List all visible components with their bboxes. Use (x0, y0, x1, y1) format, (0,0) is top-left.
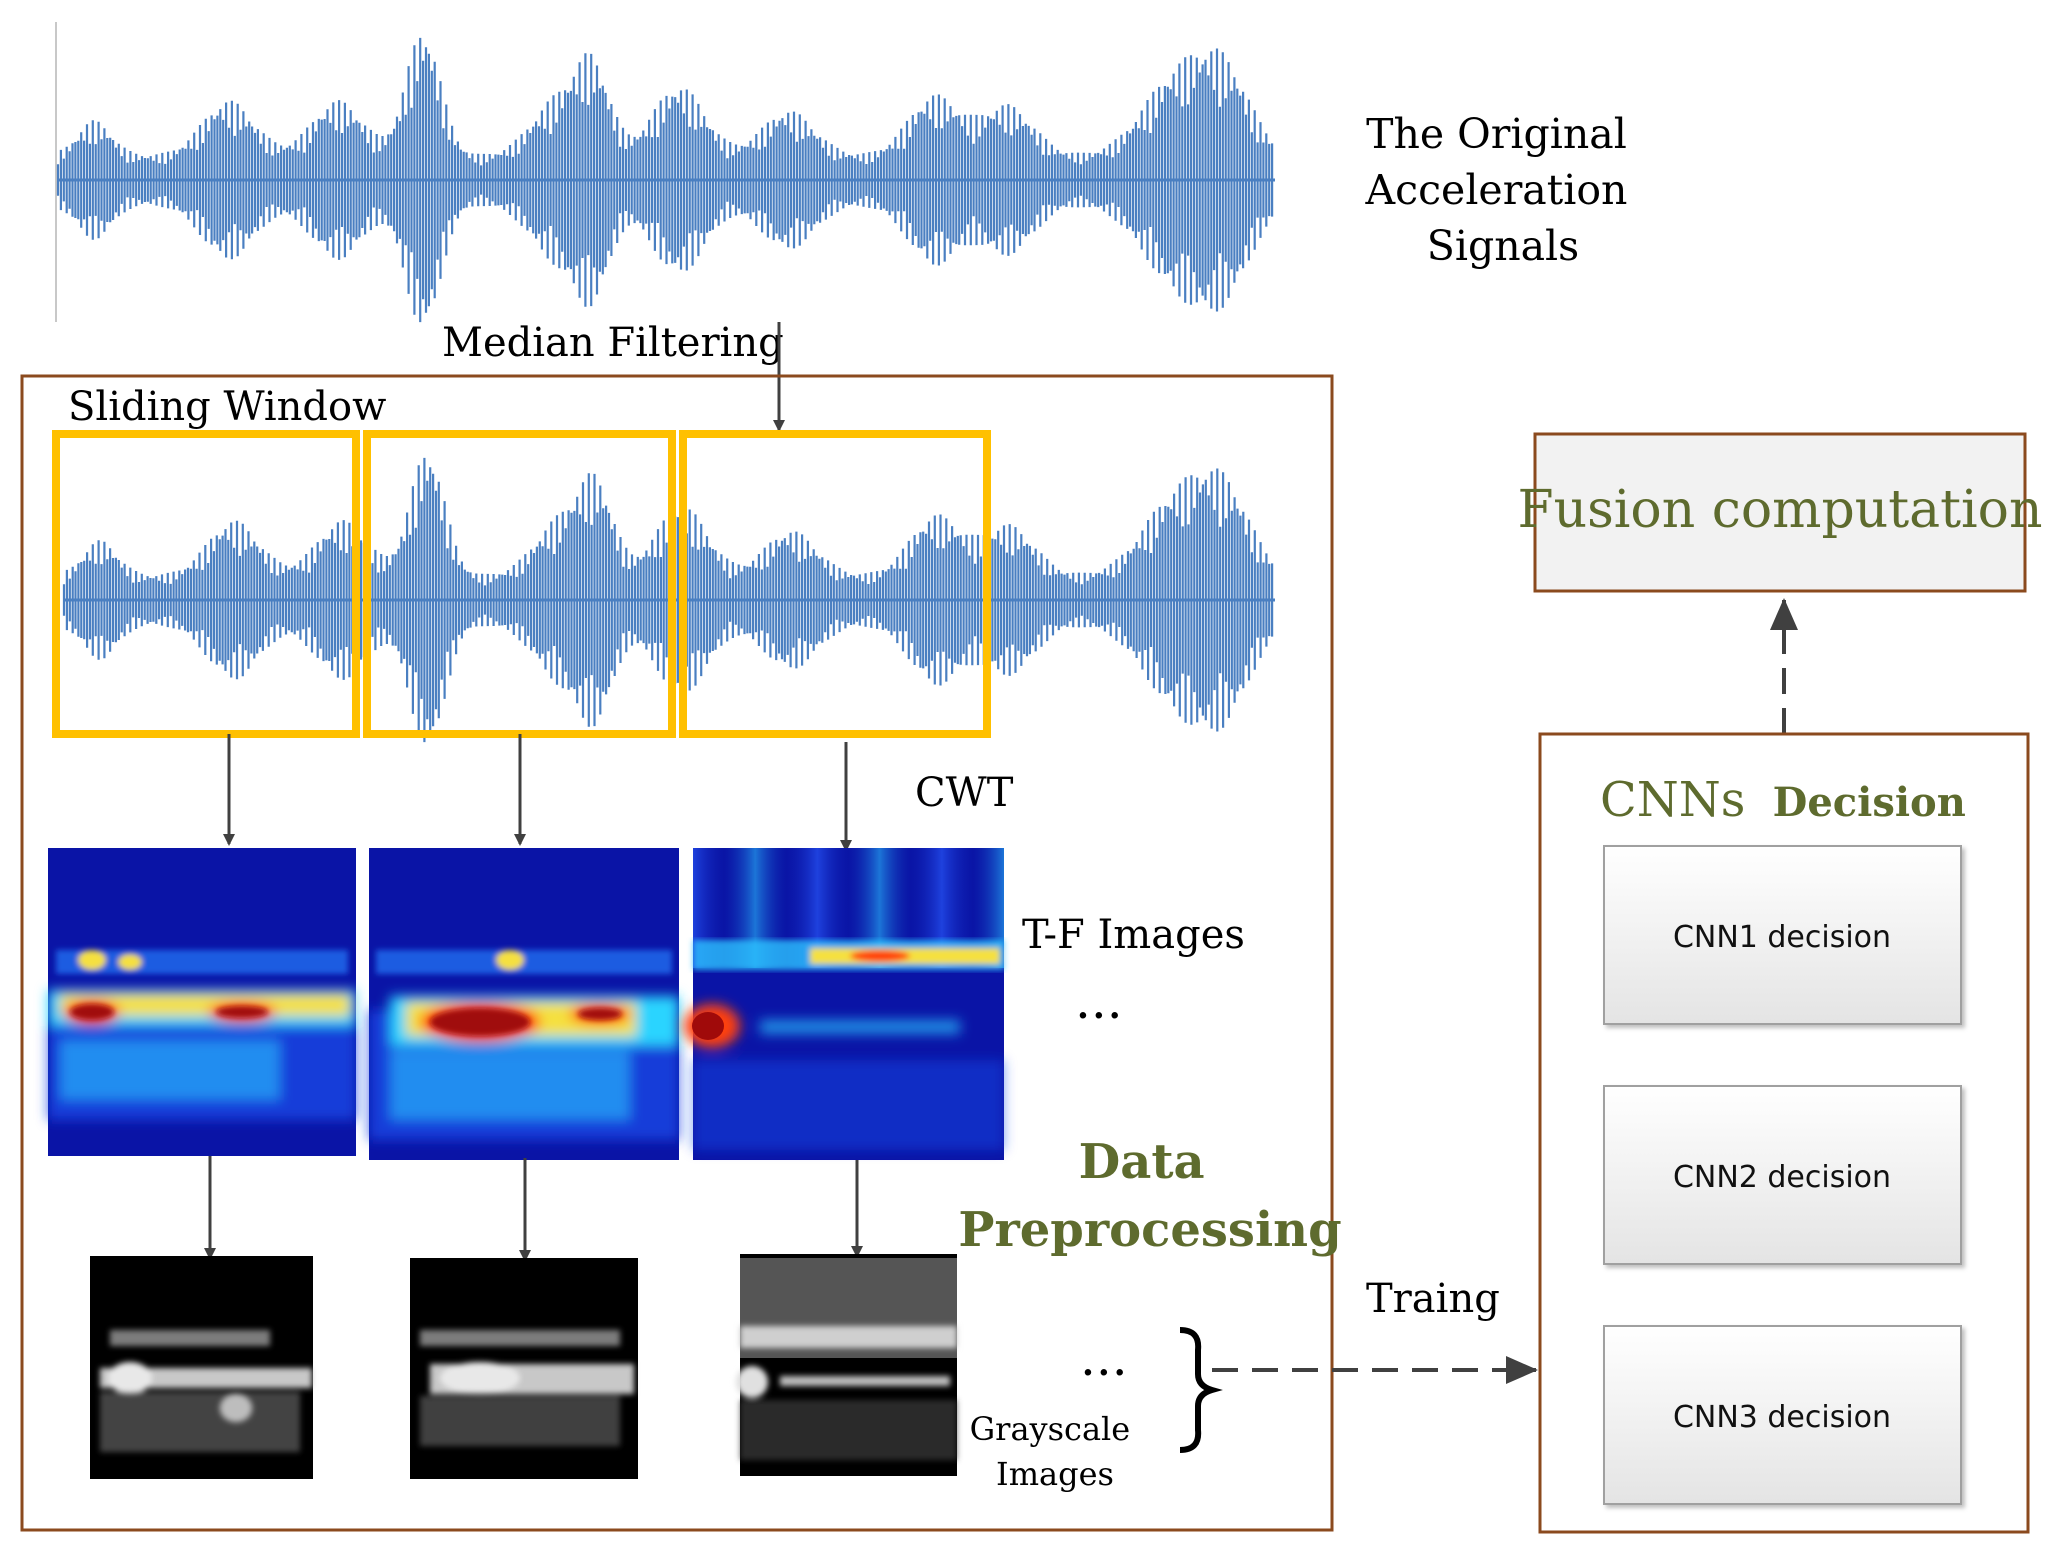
tf-image-3 (684, 848, 1004, 1160)
cnn2-decision-label: CNN2 decision (1673, 1160, 1891, 1195)
cnn3-decision-label: CNN3 decision (1673, 1400, 1891, 1435)
grayscale-image-2 (410, 1258, 638, 1479)
original-signal-label: The Original Acceleration Signals (1365, 110, 1641, 270)
grayscale-image-1 (90, 1256, 313, 1479)
data-preprocessing-label: Data Preprocessing (958, 1134, 1341, 1258)
cnns-decision-frame (1538, 732, 2030, 1534)
sliding-window-label: Sliding Window (68, 384, 386, 430)
cnn2-decision-box: CNN2 decision (1603, 1085, 1962, 1265)
median-filtering-label: Median Filtering (442, 320, 784, 366)
data-preprocessing-frame (20, 374, 1334, 1532)
tf-image-1 (48, 848, 356, 1156)
cnn3-decision-box: CNN3 decision (1603, 1325, 1962, 1505)
training-label: Traing (1366, 1276, 1500, 1322)
grayscale-image-3 (736, 1254, 957, 1476)
sliding-window-3 (679, 430, 991, 738)
tf-images-label: T-F Images (1022, 912, 1245, 958)
cnn1-decision-label: CNN1 decision (1673, 920, 1891, 955)
tf-images-ellipsis: ... (1075, 972, 1123, 1030)
grayscale-images-brace (1179, 1327, 1223, 1453)
grayscale-ellipsis: ... (1080, 1329, 1128, 1387)
tf-image-2 (369, 848, 679, 1160)
fusion-computation-box (1533, 432, 2027, 593)
fusion-computation-label: Fusion computation (1518, 480, 2043, 540)
cwt-label: CWT (915, 770, 1014, 816)
cnns-decision-label: CNNs Decision (1600, 772, 1966, 828)
cnn1-decision-box: CNN1 decision (1603, 845, 1962, 1025)
grayscale-images-label: Grayscale Images (970, 1410, 1141, 1493)
sliding-window-1 (52, 430, 360, 738)
original-signal-waveform (56, 37, 1275, 323)
